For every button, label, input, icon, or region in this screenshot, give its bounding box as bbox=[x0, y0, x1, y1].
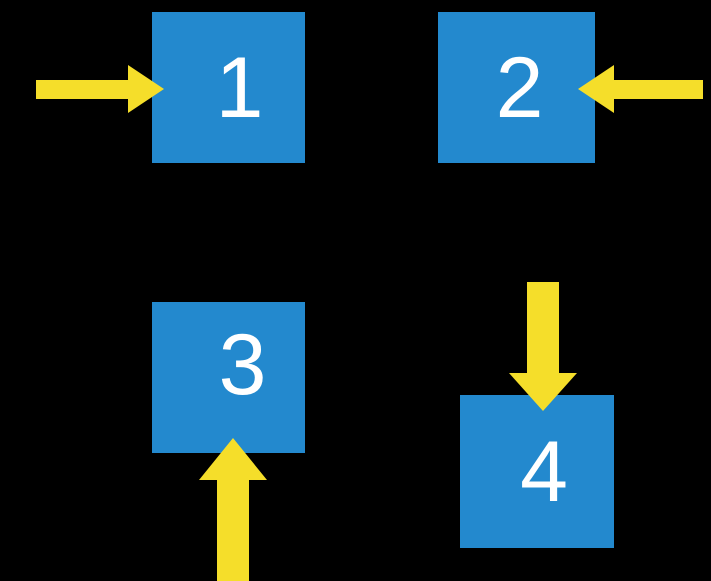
node-label-1: 1 bbox=[215, 39, 264, 136]
node-box-1[interactable] bbox=[152, 12, 305, 163]
node-box-2[interactable] bbox=[438, 12, 595, 163]
arrow-up-shape bbox=[199, 438, 267, 581]
arrow-left-shape bbox=[578, 65, 703, 113]
arrow-right-shape bbox=[36, 65, 164, 113]
arrow-into-4 bbox=[509, 282, 577, 411]
node-box-3[interactable] bbox=[152, 302, 305, 453]
arrow-down-shape bbox=[509, 282, 577, 411]
arrow-into-3 bbox=[199, 438, 267, 581]
node-box-4[interactable] bbox=[460, 395, 614, 548]
node-label-3: 3 bbox=[218, 316, 267, 413]
node-label-2: 2 bbox=[495, 39, 544, 136]
arrow-into-2 bbox=[578, 65, 703, 113]
arrow-into-1 bbox=[36, 65, 164, 113]
node-label-4: 4 bbox=[520, 423, 568, 520]
